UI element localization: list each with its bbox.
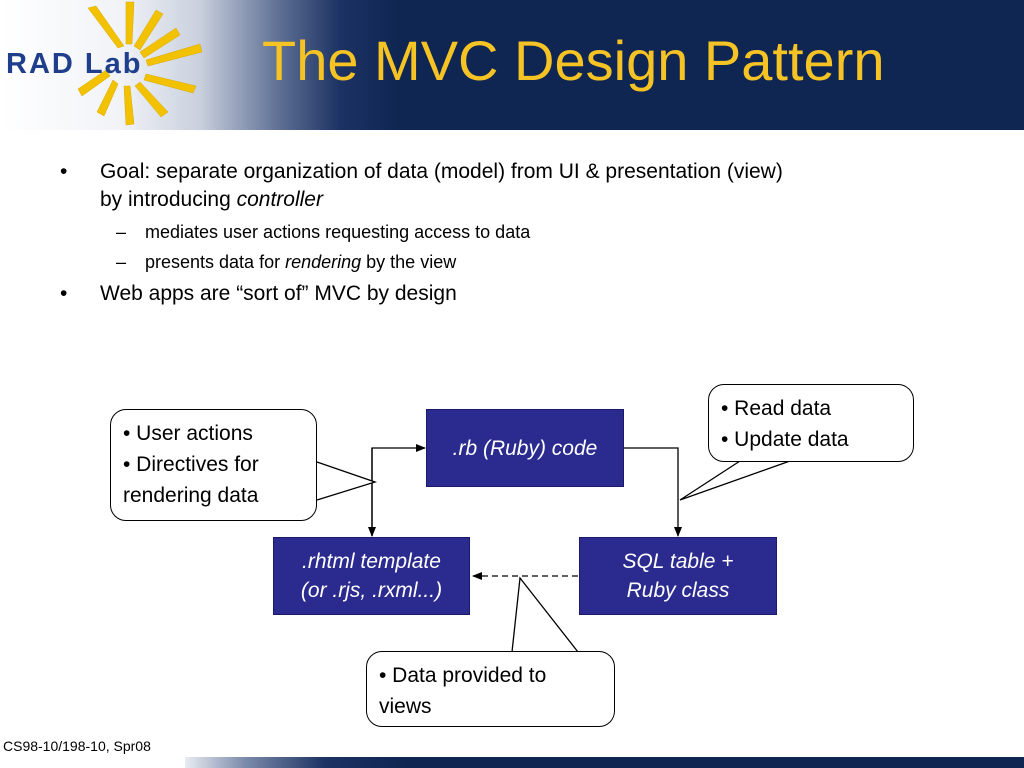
- slide-header: RAD Lab The MVC Design Pattern: [0, 0, 1024, 130]
- bullet-web-apps-text: Web apps are “sort of” MVC by design: [100, 282, 457, 305]
- emphasis-controller: controller: [236, 188, 323, 211]
- rad-lab-logo: RAD Lab: [0, 0, 230, 130]
- arrow-to-controller: [371, 444, 426, 536]
- view-box: .rhtml template (or .rjs, .rxml...): [273, 537, 470, 615]
- callout-data-notes: • Data provided to views: [366, 651, 615, 727]
- dash-marker: –: [116, 252, 127, 272]
- footer-course-label: CS98-10/198-10, Spr08: [3, 738, 151, 754]
- emphasis-rendering: rendering: [285, 252, 362, 272]
- logo-text: RAD Lab: [6, 48, 143, 80]
- footer-bar: [185, 757, 1024, 768]
- sub-bullet-mediates-text: mediates user actions requesting access …: [145, 222, 531, 242]
- bullet-goal-line2: by introducing controller: [100, 188, 323, 211]
- bullet-marker: •: [60, 282, 68, 305]
- bullet-goal-line1: Goal: separate organization of data (mod…: [100, 160, 783, 183]
- callout-controller-notes: • User actions • Directives for renderin…: [110, 409, 317, 521]
- bullet-marker: •: [60, 160, 68, 183]
- dash-marker: –: [116, 222, 127, 242]
- callout-pointer-data: [511, 576, 579, 653]
- callout-pointer-actions: [316, 461, 378, 501]
- arrow-to-model: [624, 447, 682, 537]
- callout-model-notes: • Read data • Update data: [708, 384, 914, 462]
- sunburst-icon: [77, 1, 203, 126]
- controller-box: .rb (Ruby) code: [426, 409, 624, 487]
- callout-pointer-read: [679, 460, 791, 501]
- model-box: SQL table + Ruby class: [579, 537, 777, 615]
- slide-title: The MVC Design Pattern: [262, 29, 885, 92]
